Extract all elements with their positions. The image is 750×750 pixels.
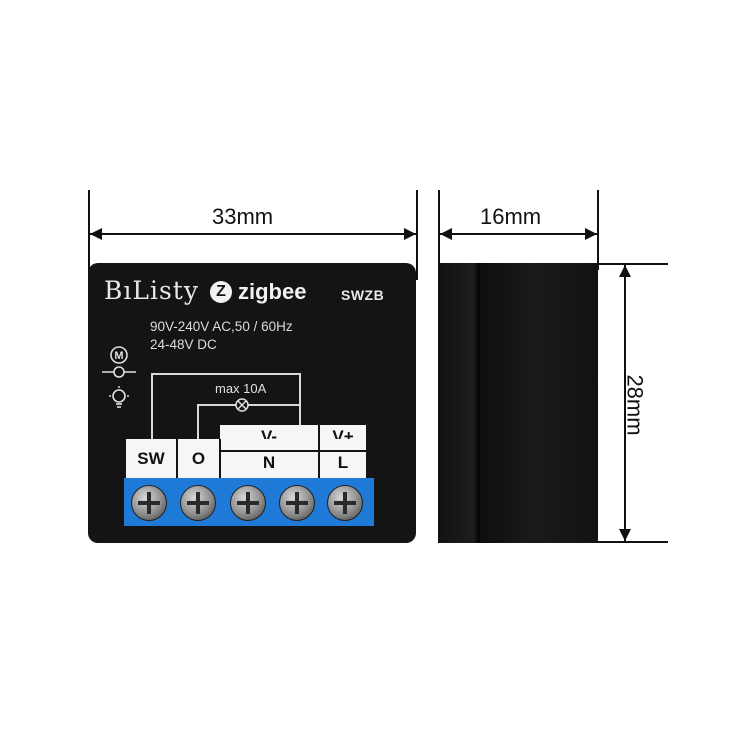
zigbee-icon: Z	[210, 281, 232, 303]
width-arrow-left-icon	[90, 228, 102, 240]
model-label: SWZB	[341, 287, 385, 303]
depth-extension-right	[597, 190, 599, 270]
load-icon	[235, 398, 249, 412]
zigbee-logo: Z zigbee	[210, 279, 306, 305]
terminal-screw-icon	[180, 485, 216, 521]
terminal-divider-2	[219, 439, 221, 478]
terminal-o-label: O	[191, 449, 206, 468]
spec-dc-label: 24-48V DC	[150, 337, 217, 352]
brand-logo: BıListy	[104, 276, 199, 305]
wire-l	[299, 373, 301, 425]
depth-label: 16mm	[480, 204, 542, 229]
wire-load-left	[197, 404, 199, 439]
switch-icon	[102, 366, 136, 378]
lightbulb-icon	[109, 386, 129, 408]
wire-top	[151, 373, 301, 375]
zigbee-label: zigbee	[238, 279, 307, 304]
height-extension-bottom	[598, 541, 668, 543]
depth-dimension-line	[440, 233, 597, 235]
max-load-label: max 10A	[215, 381, 267, 396]
module-side-view	[438, 263, 598, 543]
height-arrow-bottom-icon	[619, 529, 631, 541]
wire-load-top	[197, 404, 301, 406]
svg-text:M: M	[114, 350, 123, 362]
terminal-divider-1	[176, 439, 178, 478]
width-extension-right	[416, 190, 418, 280]
terminal-block	[124, 478, 374, 526]
height-extension-top	[598, 263, 668, 265]
depth-extension-left	[438, 190, 440, 270]
depth-arrow-left-icon	[440, 228, 452, 240]
motor-icon: M	[110, 346, 128, 364]
height-label: 28mm	[622, 374, 648, 436]
terminal-screw-icon	[327, 485, 363, 521]
depth-arrow-right-icon	[585, 228, 597, 240]
width-label: 33mm	[212, 204, 274, 229]
width-arrow-right-icon	[404, 228, 416, 240]
height-arrow-top-icon	[619, 265, 631, 277]
terminal-screw-icon	[230, 485, 266, 521]
side-seam	[478, 263, 480, 543]
terminal-sw-label: SW	[137, 449, 165, 468]
spec-ac-label: 90V-240V AC,50 / 60Hz	[150, 319, 293, 334]
terminal-label-panel	[126, 439, 366, 478]
module-front-view: BıListy Z zigbee SWZB 90V-240V AC,50 / 6…	[88, 263, 416, 543]
terminal-l-label: L	[337, 453, 349, 472]
width-dimension-line	[90, 233, 416, 235]
height-dimension-line	[624, 265, 626, 541]
terminal-screw-icon	[131, 485, 167, 521]
width-extension-left	[88, 190, 90, 280]
wire-sw	[151, 373, 153, 439]
terminal-n-label: N	[262, 453, 276, 472]
terminal-v-underline	[220, 450, 366, 452]
terminal-screw-icon	[279, 485, 315, 521]
